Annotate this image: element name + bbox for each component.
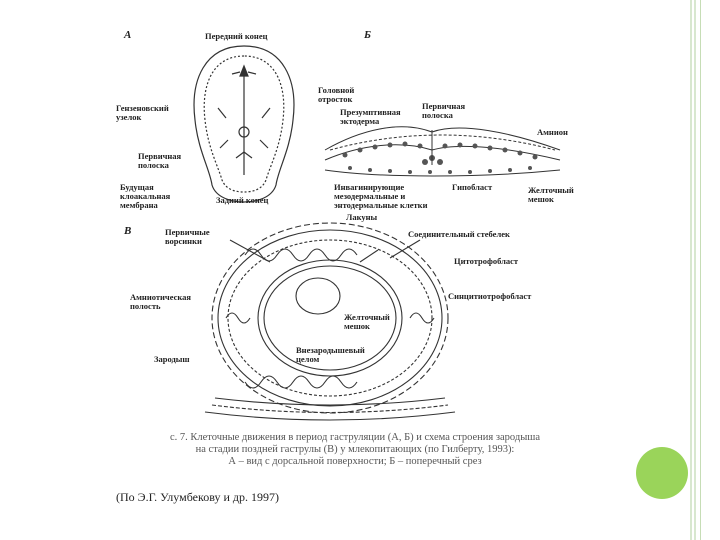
accent-circle xyxy=(636,447,688,499)
border-line xyxy=(690,0,692,540)
panel-label-b: Б xyxy=(364,29,371,41)
label-amniotic-cavity: Амниотическая полость xyxy=(130,292,191,311)
label-future-cloacal: Будущая клоакальная мембрана xyxy=(120,182,171,210)
border-line xyxy=(694,0,696,540)
label-hypoblast: Гипобласт xyxy=(452,182,493,192)
caption-line-3: А – вид с дорсальной поверхности; Б – по… xyxy=(228,456,482,467)
label-rear-end: Задний конец xyxy=(216,195,269,205)
panel-label-a: А xyxy=(124,29,132,41)
label-front-end: Передний конец xyxy=(205,31,268,41)
label-primary-streak: Первичная полоска xyxy=(422,101,466,120)
label-yolk-sac-b: Желточный мешок xyxy=(528,185,574,204)
label-primary-ectoderm: Презумптивная эктодерма xyxy=(340,107,401,126)
caption-line-2: на стадии поздней гаструлы (В) у млекопи… xyxy=(195,444,515,455)
label-yolk-sac-v: Желточный мешок xyxy=(344,312,390,331)
label-cytotrophoblast: Цитотрофобласт xyxy=(454,256,519,266)
panel-label-v: В xyxy=(124,225,132,237)
label-embryo: Зародыш xyxy=(154,354,190,364)
label-invaginating: Инвагинирующие мезодермальные и энтодерм… xyxy=(334,182,428,210)
caption-line-1: с. 7. Клеточные движения в период гастру… xyxy=(169,432,541,443)
source-citation: (По Э.Г. Улумбекову и др. 1997) xyxy=(116,490,280,504)
label-lacunae: Лакуны xyxy=(346,212,378,222)
label-amnion: Амнион xyxy=(537,127,568,137)
border-line xyxy=(700,0,701,540)
label-connecting-stalk: Соединительный стебелек xyxy=(408,229,510,239)
label-extraembryonic-coelom: Внезародышевый целом xyxy=(296,345,365,364)
panel-b-drawing xyxy=(324,126,561,177)
label-syncytiotrophoblast: Синцитиотрофобласт xyxy=(448,291,532,301)
label-head-process: Головной отросток xyxy=(318,85,355,104)
panel-v-drawing xyxy=(204,222,456,421)
label-hensen-node: Гензеновский узелок xyxy=(116,103,169,122)
panel-a-drawing xyxy=(193,45,295,203)
label-primary-villi: Первичные ворсинки xyxy=(165,227,210,246)
label-primitive-streak: Первичная полоска xyxy=(138,151,182,170)
figure-caption: с. 7. Клеточные движения в период гастру… xyxy=(120,432,590,468)
